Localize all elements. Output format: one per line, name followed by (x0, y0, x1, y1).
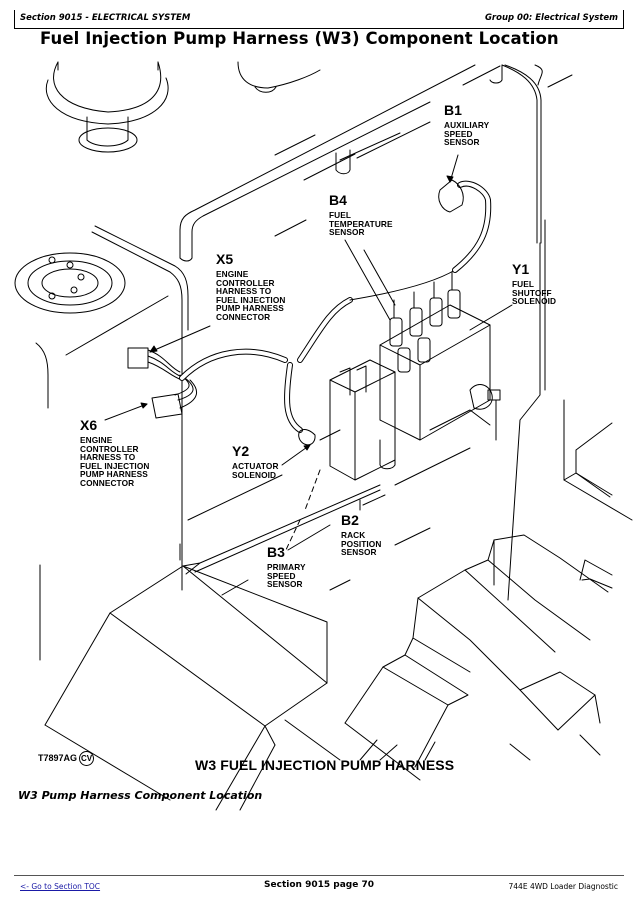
leader-lines (104, 154, 513, 591)
callout-b4: B4 FUEL TEMPERATURE SENSOR (329, 193, 393, 237)
bottom-left-block-drawing (44, 474, 381, 811)
frame-right-drawing (507, 219, 633, 601)
footer-divider (14, 875, 624, 876)
figure-title: W3 FUEL INJECTION PUMP HARNESS (195, 757, 455, 773)
component-code: B4 (329, 192, 347, 208)
component-description: FUEL TEMPERATURE SENSOR (329, 210, 393, 238)
frame-rails (179, 64, 573, 262)
callout-x5: X5 ENGINE CONTROLLER HARNESS TO FUEL INJ… (216, 252, 285, 322)
component-description: AUXILIARY SPEED SENSOR (444, 120, 490, 148)
figure-caption: W3 Pump Harness Component Location (18, 789, 263, 802)
cv-badge-icon: CV (79, 751, 95, 766)
component-code: X6 (80, 417, 98, 433)
component-code: B1 (444, 102, 462, 118)
callout-b2: B2 RACK POSITION SENSOR (341, 513, 381, 557)
component-code: Y2 (232, 443, 250, 459)
page-header: Section 9015 - ELECTRICAL SYSTEM Group 0… (14, 10, 624, 29)
component-description: ENGINE CONTROLLER HARNESS TO FUEL INJECT… (216, 269, 286, 322)
bottom-right-steps-drawing (284, 534, 613, 781)
callout-y1: Y1 FUEL SHUTOFF SOLENOID (512, 262, 556, 306)
document-title: 744E 4WD Loader Diagnostic (508, 882, 618, 891)
figure-id-text: T7897AG (38, 752, 78, 763)
component-description: PRIMARY SPEED SENSOR (267, 562, 306, 590)
callout-b3: B3 PRIMARY SPEED SENSOR (267, 545, 306, 589)
component-description: FUEL SHUTOFF SOLENOID (512, 279, 557, 307)
group-label: Group 00: Electrical System (484, 13, 618, 23)
component-code: B3 (267, 544, 285, 560)
component-description: RACK POSITION SENSOR (341, 530, 382, 558)
callout-x6: X6 ENGINE CONTROLLER HARNESS TO FUEL INJ… (80, 418, 149, 488)
component-code: Y1 (512, 261, 530, 277)
component-description: ENGINE CONTROLLER HARNESS TO FUEL INJECT… (80, 435, 150, 488)
component-code: B2 (341, 512, 359, 528)
callout-b1: B1 AUXILIARY SPEED SENSOR (444, 103, 489, 147)
injection-pump-drawing (297, 179, 501, 486)
filler-cap-drawing (45, 61, 169, 153)
connectors-drawing (127, 347, 303, 433)
component-description: ACTUATOR SOLENOID (232, 461, 279, 480)
page-number: Section 9015 page 70 (264, 880, 374, 890)
callout-y2: Y2 ACTUATOR SOLENOID (232, 444, 279, 479)
section-label: Section 9015 - ELECTRICAL SYSTEM (20, 13, 191, 23)
go-to-section-toc-link[interactable]: <- Go to Section TOC (20, 882, 101, 891)
page-title: Fuel Injection Pump Harness (W3) Compone… (40, 29, 559, 48)
component-code: X5 (216, 251, 234, 267)
fuel-tank-drawing (14, 225, 189, 661)
